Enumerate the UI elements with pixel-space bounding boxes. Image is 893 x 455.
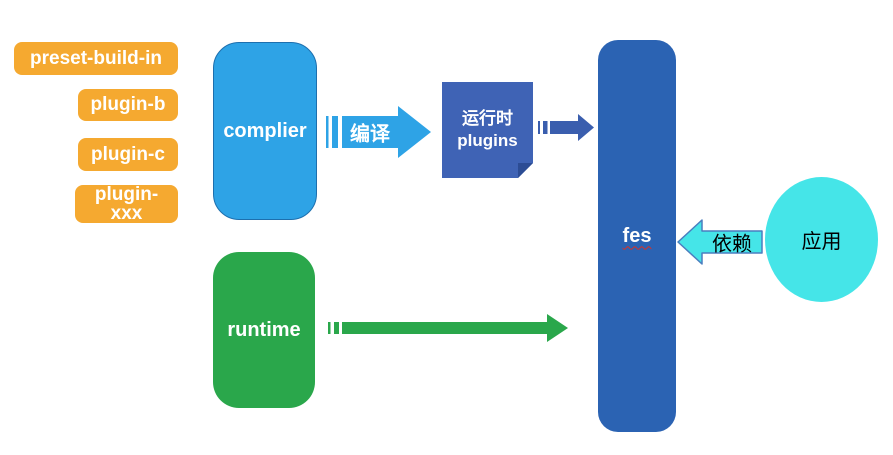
- compile-arrow: 编译: [326, 106, 431, 158]
- striped-right-arrow-icon: [326, 106, 431, 158]
- app-label: 应用: [801, 231, 842, 253]
- badge-preset-build-in: preset-build-in: [14, 42, 178, 75]
- plugins-to-fes-arrow: [538, 114, 594, 141]
- runtime-plugins-box: 运行时 plugins: [442, 82, 533, 178]
- badge-plugin-b: plugin-b: [78, 89, 178, 121]
- striped-right-arrow-icon: [328, 314, 568, 342]
- runtime-plugins-label: 运行时 plugins: [442, 82, 533, 178]
- dependency-arrow: 依赖: [677, 219, 763, 265]
- app-ellipse: 应用: [765, 177, 878, 302]
- runtime-box: runtime: [213, 252, 315, 408]
- runtime-label: runtime: [227, 318, 301, 341]
- fes-label: fes: [622, 224, 652, 247]
- compiler-box: complier: [213, 42, 317, 220]
- striped-right-arrow-icon: [538, 114, 594, 141]
- compile-arrow-label: 编译: [350, 123, 390, 146]
- dependency-arrow-label: 依赖: [712, 233, 752, 256]
- badge-plugin-xxx: plugin- xxx: [75, 185, 178, 223]
- fes-box: fes: [598, 40, 676, 432]
- folded-corner-icon: [518, 163, 533, 178]
- runtime-to-fes-arrow: [328, 313, 568, 343]
- badge-plugin-c: plugin-c: [78, 138, 178, 171]
- left-arrow-icon: [677, 219, 763, 265]
- compiler-label: complier: [223, 119, 307, 142]
